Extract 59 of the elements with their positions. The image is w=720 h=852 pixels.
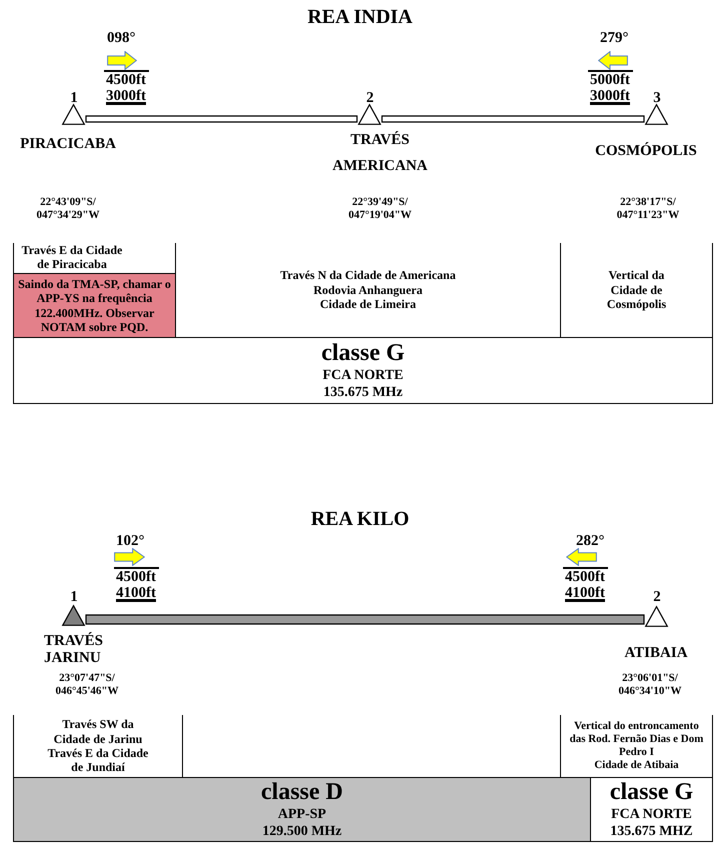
- waypoint-name: COSMÓPOLIS: [594, 143, 698, 160]
- cell-text: Cidade de Limeira: [320, 297, 416, 312]
- waypoint-number: 2: [652, 589, 662, 606]
- waypoint-name: ATIBAIA: [623, 645, 689, 662]
- altitude-label: 3000ft: [105, 88, 147, 106]
- airspace-class-box: [13, 337, 713, 404]
- cell-text: Vertical da Cidade de Cosmópolis: [606, 268, 668, 312]
- cell-text: Través SW da Cidade de Jarinu: [52, 717, 144, 746]
- coordinates-text: 22°43'09"S/ 047°34'29"W: [35, 196, 101, 222]
- cell-text: Través N da Cidade de Americana: [280, 268, 456, 283]
- route-segment-bar: [381, 115, 645, 123]
- cell-text: Rodovia Anhanguera: [313, 282, 423, 298]
- waypoint-triangle-icon: [645, 606, 668, 627]
- waypoint-triangle-icon: [62, 605, 85, 626]
- track-label: 102°: [116, 533, 144, 550]
- section-title: REA KILO: [310, 508, 410, 531]
- cell-text: 135.675 MHz: [323, 384, 403, 402]
- track-label: 282°: [576, 533, 604, 550]
- waypoint-name: PIRACICABA: [19, 136, 117, 154]
- cell-text: Través E da Cidade de Jundiaí: [47, 746, 149, 775]
- waypoint-number: 2: [365, 90, 375, 108]
- airspace-class-box: [590, 777, 713, 842]
- altitude-label: 4500ft: [563, 567, 608, 586]
- altitude-label: 3000ft: [589, 88, 631, 106]
- waypoint-triangle-icon: [62, 104, 85, 125]
- coordinates-text: 23°07'47"S/ 046°45'46"W: [54, 672, 120, 698]
- cell-text: Saindo da TMA-SP, chamar o APP-YS na frequência 122.400MHz. Observar NOTAM sobre PQD.: [17, 276, 172, 334]
- cell-text: Través E da Cidade de Piracicaba: [20, 243, 124, 272]
- altitude-label: 4100ft: [564, 585, 606, 603]
- airspace-class-heading: classe D: [261, 778, 343, 808]
- airspace-class-heading: classe G: [321, 339, 405, 368]
- altitude-label: 4100ft: [115, 585, 157, 603]
- cell-text: Cidade de Atibaia: [594, 759, 679, 772]
- airspace-class-heading: classe G: [610, 778, 694, 808]
- coordinates-text: 23°06'01"S/ 046°34'10"W: [617, 672, 683, 698]
- cell-text: FCA NORTE: [611, 807, 692, 824]
- waypoint-number: 1: [69, 90, 79, 108]
- track-label: 098°: [107, 30, 136, 48]
- waypoint-triangle-icon: [645, 104, 668, 125]
- track-label: 279°: [600, 30, 628, 48]
- route-segment-bar: [85, 115, 358, 123]
- route-segment-bar: [85, 614, 645, 625]
- waypoint-name: TRAVÉS AMERICANA: [332, 130, 428, 176]
- altitude-label: 5000ft: [588, 70, 633, 90]
- waypoint-triangle-icon: [358, 104, 381, 125]
- altitude-label: 4500ft: [104, 70, 149, 90]
- coordinates-text: 22°39'49"S/ 047°19'04"W: [347, 196, 413, 222]
- waypoint-name: TRAVÉS JARINU: [44, 633, 104, 668]
- coordinates-text: 22°38'17"S/ 047°11'23"W: [616, 196, 680, 222]
- airspace-class-box: [13, 777, 591, 842]
- waypoint-number: 1: [69, 589, 79, 606]
- waypoint-number: 3: [652, 90, 662, 108]
- cell-text: APP-SP: [278, 807, 326, 824]
- altitude-label: 4500ft: [114, 567, 159, 586]
- cell-text: Vertical do entroncamento das Rod. Fernão Dias e Dom Pedro I: [568, 720, 704, 760]
- cell-text: 135.675 MHZ: [610, 824, 693, 841]
- cell-text: 129.500 MHz: [262, 824, 342, 841]
- cell-text: FCA NORTE: [322, 368, 404, 385]
- section-title: REA INDIA: [306, 6, 414, 29]
